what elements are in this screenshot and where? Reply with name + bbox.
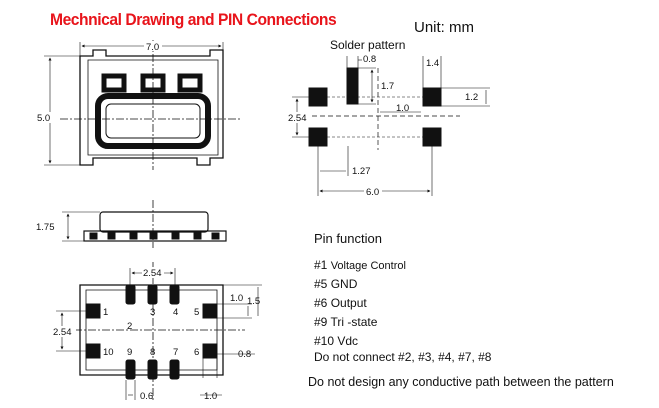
- pin-label-4: 4: [173, 307, 178, 318]
- bottom-pad-height-label: 1.0: [230, 293, 243, 304]
- side-view: [62, 200, 227, 248]
- side-height-label: 1.75: [36, 222, 55, 233]
- solder-pad-width-label: 0.8: [363, 54, 376, 65]
- bottom-view: [56, 262, 262, 400]
- bottom-pad-width-right-label: 0.8: [238, 349, 251, 360]
- drawing-title: Mechnical Drawing and PIN Connections: [50, 10, 337, 29]
- solder-pad-height-label: 1.7: [381, 81, 394, 92]
- pin-num: #9: [314, 315, 328, 329]
- no-connect-note: Do not connect #2, #3, #4, #7, #8: [314, 350, 492, 364]
- pin-name: Vdc: [337, 334, 359, 348]
- pin-row-5: #5 GND: [314, 277, 357, 291]
- pin-name: Voltage Control: [330, 260, 406, 272]
- pin-label-2: 2: [127, 321, 132, 332]
- pin-row-1: #1 Voltage Control: [314, 258, 406, 272]
- solder-pattern: [292, 56, 490, 196]
- pin-function-heading: Pin function: [314, 231, 382, 246]
- solder-pattern-title: Solder pattern: [330, 38, 406, 52]
- pin-row-9: #9 Tri -state: [314, 315, 377, 329]
- solder-center-gap-label: 1.0: [396, 103, 409, 114]
- pin-num: #1: [314, 258, 328, 272]
- pin-row-6: #6 Output: [314, 296, 367, 310]
- solder-total-width-label: 6.0: [366, 187, 379, 198]
- pin-label-10: 10: [103, 347, 114, 358]
- pin-row-10: #10 Vdc: [314, 334, 358, 348]
- bottom-pitch-top-label: 2.54: [143, 268, 162, 279]
- top-width-label: 7.0: [146, 42, 159, 53]
- pin-num: #6: [314, 296, 328, 310]
- top-height-label: 5.0: [37, 113, 50, 124]
- bottom-row-pitch-label: 2.54: [53, 327, 72, 338]
- pin-num: #10: [314, 334, 335, 348]
- pin-name: Tri -state: [330, 315, 378, 329]
- pin-label-3: 3: [150, 307, 155, 318]
- solder-right-pad-height-label: 1.2: [465, 92, 478, 103]
- bottom-edge-width-label: 1.0: [204, 391, 217, 402]
- unit-label: Unit: mm: [414, 19, 474, 36]
- solder-right-pad-width-label: 1.4: [426, 58, 439, 69]
- pin-label-7: 7: [173, 347, 178, 358]
- pin-label-1: 1: [103, 307, 108, 318]
- pin-name: GND: [330, 277, 358, 291]
- pin-label-6: 6: [194, 347, 199, 358]
- pin-name: Output: [330, 296, 367, 310]
- pin-label-5: 5: [194, 307, 199, 318]
- pin-num: #5: [314, 277, 328, 291]
- pin-label-8: 8: [150, 347, 155, 358]
- bottom-pad-width-bottom-label: 0.6: [140, 391, 153, 402]
- bottom-edge-height-label: 1.5: [247, 296, 260, 307]
- top-view: [44, 40, 240, 170]
- design-note: Do not design any conductive path betwee…: [308, 375, 614, 389]
- solder-row-pitch-label: 2.54: [288, 113, 307, 124]
- solder-col-pitch-label: 1.27: [352, 166, 371, 177]
- pin-label-9: 9: [127, 347, 132, 358]
